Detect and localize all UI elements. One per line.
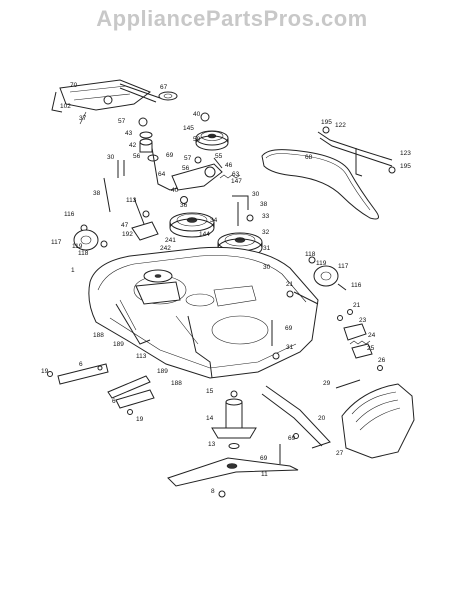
part-label-117: 117 bbox=[51, 239, 62, 246]
part-label-1: 1 bbox=[71, 267, 75, 274]
part-label-63: 63 bbox=[232, 171, 240, 178]
part-label-33: 33 bbox=[262, 213, 270, 220]
part-label-46: 46 bbox=[225, 162, 233, 169]
part-label-38: 38 bbox=[260, 201, 268, 208]
part-label-69: 69 bbox=[288, 435, 296, 442]
part-label-119: 119 bbox=[72, 243, 83, 250]
part-label-145: 145 bbox=[183, 125, 194, 132]
part-label-68: 68 bbox=[305, 154, 313, 161]
blade-spindle-assembly bbox=[167, 390, 299, 498]
part-label-14: 14 bbox=[206, 415, 214, 422]
part-label-118: 118 bbox=[305, 251, 316, 258]
part-label-64: 64 bbox=[158, 171, 166, 178]
part-label-40: 40 bbox=[193, 111, 201, 118]
part-label-70: 70 bbox=[70, 82, 78, 89]
part-label-32: 32 bbox=[262, 229, 270, 236]
part-label-189: 189 bbox=[157, 368, 168, 375]
right-bracket-hardware bbox=[232, 195, 249, 226]
part-label-189: 189 bbox=[113, 341, 124, 348]
part-label-47: 47 bbox=[121, 222, 129, 229]
right-deck-hardware bbox=[271, 290, 353, 360]
mower-deck-housing bbox=[88, 246, 319, 379]
part-label-67: 67 bbox=[160, 84, 168, 91]
part-label-144: 144 bbox=[199, 231, 210, 238]
part-label-23: 23 bbox=[359, 317, 367, 324]
discharge-chute bbox=[261, 379, 415, 464]
part-label-242: 242 bbox=[160, 245, 171, 252]
part-label-147: 147 bbox=[231, 178, 242, 185]
part-label-30: 30 bbox=[263, 264, 271, 271]
part-label-38: 38 bbox=[93, 190, 101, 197]
chute-bracket-spring bbox=[343, 323, 383, 371]
part-label-241: 241 bbox=[165, 237, 176, 244]
part-label-113: 113 bbox=[126, 197, 137, 204]
part-label-36: 36 bbox=[180, 202, 188, 209]
part-label-119: 119 bbox=[316, 260, 327, 267]
part-label-42: 42 bbox=[129, 142, 137, 149]
part-label-30: 30 bbox=[107, 154, 115, 161]
part-label-188: 188 bbox=[93, 332, 104, 339]
part-label-6: 6 bbox=[112, 398, 116, 405]
part-label-29: 29 bbox=[323, 380, 331, 387]
part-label-118: 118 bbox=[78, 250, 89, 257]
part-label-117: 117 bbox=[338, 263, 349, 270]
center-spindle-pulley bbox=[169, 196, 215, 238]
part-label-123: 123 bbox=[400, 150, 411, 157]
part-label-195: 195 bbox=[321, 119, 332, 126]
part-label-26: 26 bbox=[378, 357, 386, 364]
idler-arm-spring bbox=[171, 156, 241, 191]
front-links bbox=[47, 363, 155, 415]
part-label-15: 15 bbox=[206, 388, 214, 395]
belt-guide-bracket bbox=[317, 126, 396, 177]
part-label-102: 102 bbox=[60, 103, 71, 110]
drive-belt bbox=[261, 149, 380, 220]
part-label-57: 57 bbox=[184, 155, 192, 162]
part-label-21: 21 bbox=[353, 302, 361, 309]
right-gauge-wheel bbox=[308, 256, 347, 291]
part-label-195: 195 bbox=[400, 163, 411, 170]
part-label-30: 30 bbox=[252, 191, 260, 198]
part-label-40: 40 bbox=[171, 187, 179, 194]
part-label-43: 43 bbox=[125, 130, 133, 137]
part-label-13: 13 bbox=[208, 441, 216, 448]
part-label-6: 6 bbox=[79, 361, 83, 368]
part-label-56: 56 bbox=[182, 165, 190, 172]
part-label-116: 116 bbox=[351, 282, 362, 289]
part-label-19: 19 bbox=[41, 368, 49, 375]
part-label-122: 122 bbox=[335, 122, 346, 129]
watermark-text: AppliancePartsPros.com bbox=[96, 6, 368, 31]
left-gauge-wheel bbox=[73, 224, 108, 251]
part-label-69: 69 bbox=[166, 152, 174, 159]
part-label-69: 69 bbox=[260, 455, 268, 462]
part-label-11: 11 bbox=[261, 471, 268, 478]
part-label-31: 31 bbox=[286, 344, 294, 351]
part-label-59: 59 bbox=[193, 136, 201, 143]
part-label-37: 37 bbox=[79, 115, 87, 122]
part-label-25: 25 bbox=[367, 345, 375, 352]
part-label-24: 24 bbox=[368, 332, 376, 339]
part-label-57: 57 bbox=[118, 118, 126, 125]
part-label-21: 21 bbox=[286, 281, 294, 288]
part-label-56: 56 bbox=[133, 153, 141, 160]
idler-bracket-assembly bbox=[51, 79, 178, 125]
part-label-19: 19 bbox=[136, 416, 144, 423]
part-label-188: 188 bbox=[171, 380, 182, 387]
part-label-116: 116 bbox=[64, 211, 75, 218]
part-label-31: 31 bbox=[263, 245, 271, 252]
part-label-55: 55 bbox=[215, 153, 223, 160]
part-label-20: 20 bbox=[318, 415, 326, 422]
upper-idler-pulley bbox=[195, 112, 229, 151]
part-label-8: 8 bbox=[211, 488, 215, 495]
part-label-27: 27 bbox=[336, 450, 344, 457]
deck-baffles bbox=[115, 303, 213, 379]
part-label-192: 192 bbox=[122, 231, 133, 238]
lift-arm-hardware bbox=[117, 117, 187, 191]
part-label-113: 113 bbox=[136, 353, 147, 360]
part-label-69: 69 bbox=[285, 325, 293, 332]
part-label-34: 34 bbox=[210, 217, 218, 224]
left-bracket-hardware bbox=[103, 177, 159, 241]
